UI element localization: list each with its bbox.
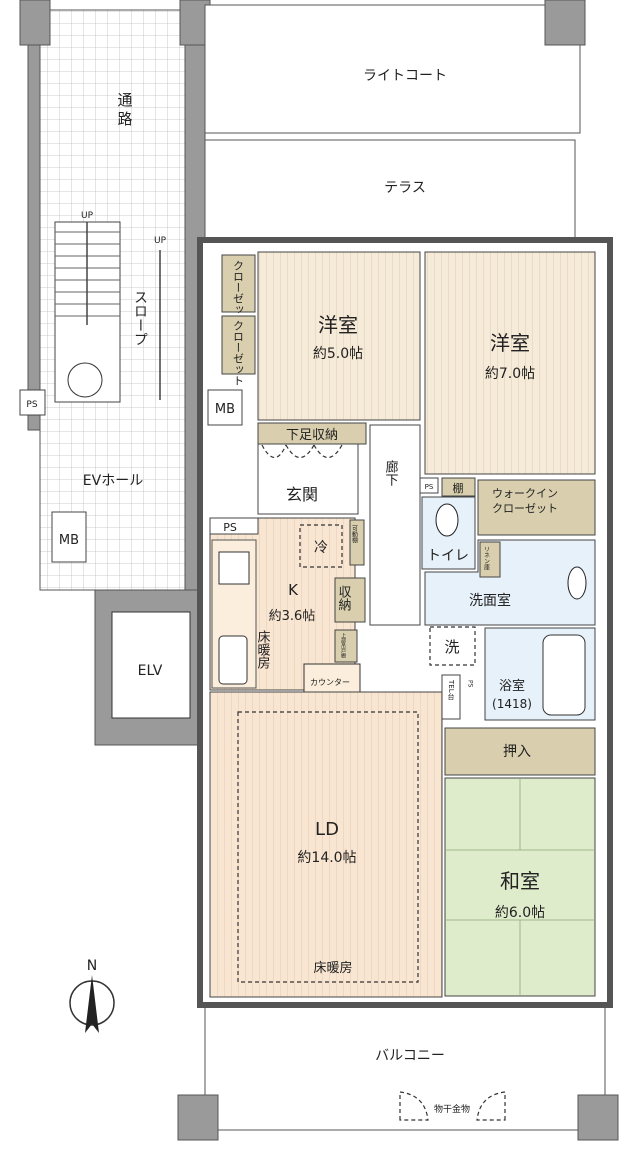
- svg-text:路: 路: [117, 110, 132, 128]
- terrace: テラス: [204, 139, 576, 241]
- elevator-label: ELV: [138, 663, 163, 679]
- western-room-2: [424, 251, 596, 475]
- svg-text:(1418): (1418): [492, 697, 532, 711]
- balcony: バルコニー 物干金物: [177, 1004, 619, 1141]
- closet-2: [221, 315, 256, 375]
- elevator: [111, 611, 191, 719]
- svg-text:廊下: 廊下: [383, 459, 399, 486]
- svg-text:約14.0帖: 約14.0帖: [297, 850, 356, 866]
- ps-label: PS: [26, 400, 37, 410]
- walk-in-closet: [477, 479, 596, 536]
- svg-text:ウォークイン: ウォークイン: [492, 487, 558, 500]
- svg-text:クローゼット: クローゼット: [492, 502, 558, 515]
- mb-box-left: [51, 511, 87, 563]
- mb-box-unit: [207, 389, 243, 426]
- western-room-1: [257, 251, 421, 421]
- north-compass-icon: [69, 975, 115, 1033]
- svg-text:冷: 冷: [314, 540, 328, 556]
- ev-hall-label: EVホール: [83, 473, 143, 489]
- light-court: ライトコート: [204, 0, 586, 134]
- slope-label: スロープ: [132, 290, 148, 346]
- svg-text:カウンター: カウンター: [310, 678, 350, 687]
- entrance: [257, 443, 359, 515]
- svg-text:リネン庫: リネン庫: [483, 546, 490, 571]
- svg-text:約5.0帖: 約5.0帖: [313, 346, 363, 362]
- svg-text:洗: 洗: [444, 638, 459, 656]
- svg-text:クローゼット: クローゼット: [232, 260, 245, 326]
- common-area: PS 通 路 UP UP スロープ EVホール MB ELV: [19, 0, 211, 746]
- svg-text:K: K: [288, 581, 299, 599]
- closet-1: [221, 254, 256, 313]
- svg-text:洋室: 洋室: [490, 331, 530, 355]
- svg-text:可動棚: 可動棚: [351, 525, 358, 544]
- svg-text:PS: PS: [223, 521, 237, 534]
- balcony-label: バルコニー: [375, 1048, 445, 1064]
- stairs: [54, 221, 121, 403]
- svg-text:クローゼット: クローゼット: [232, 320, 245, 386]
- svg-text:約3.6帖: 約3.6帖: [269, 609, 316, 624]
- svg-text:MB: MB: [215, 402, 235, 417]
- svg-text:収納: 収納: [336, 585, 352, 612]
- svg-text:和室: 和室: [500, 869, 540, 893]
- svg-text:LD: LD: [315, 819, 339, 840]
- stove-icon: [218, 551, 250, 585]
- corridor-label: 通: [117, 91, 132, 109]
- drying-hardware-label: 物干金物: [434, 1103, 470, 1115]
- svg-text:約7.0帖: 約7.0帖: [485, 366, 535, 382]
- svg-text:棚: 棚: [453, 481, 464, 495]
- terrace-label: テラス: [384, 180, 426, 196]
- svg-text:浴室: 浴室: [499, 678, 525, 694]
- washroom: [424, 539, 596, 626]
- svg-text:押入: 押入: [503, 744, 531, 760]
- svg-text:PS: PS: [467, 680, 474, 688]
- svg-text:玄関: 玄関: [286, 485, 318, 504]
- svg-text:床暖房: 床暖房: [313, 960, 352, 976]
- hallway: [369, 424, 421, 626]
- living-dining: [209, 691, 443, 998]
- oshiire: [444, 727, 596, 776]
- svg-text:MB: MB: [59, 533, 79, 548]
- stairs-up-label: UP: [81, 211, 94, 221]
- compass-label: N: [87, 958, 97, 974]
- svg-text:約6.0帖: 約6.0帖: [495, 905, 545, 921]
- svg-text:上部吊戸棚: 上部吊戸棚: [340, 632, 346, 659]
- sink-icon: [218, 635, 248, 685]
- svg-text:TEL台: TEL台: [447, 679, 455, 701]
- slope-up-label: UP: [154, 236, 167, 246]
- toilet-label: トイレ: [427, 548, 469, 564]
- svg-text:PS: PS: [425, 483, 434, 491]
- svg-text:床暖房: 床暖房: [255, 630, 271, 669]
- ps-box: [19, 389, 46, 416]
- svg-text:洋室: 洋室: [318, 313, 358, 337]
- svg-text:洗面室: 洗面室: [469, 592, 511, 609]
- light-court-label: ライトコート: [363, 68, 447, 84]
- svg-text:下足収納: 下足収納: [286, 428, 338, 443]
